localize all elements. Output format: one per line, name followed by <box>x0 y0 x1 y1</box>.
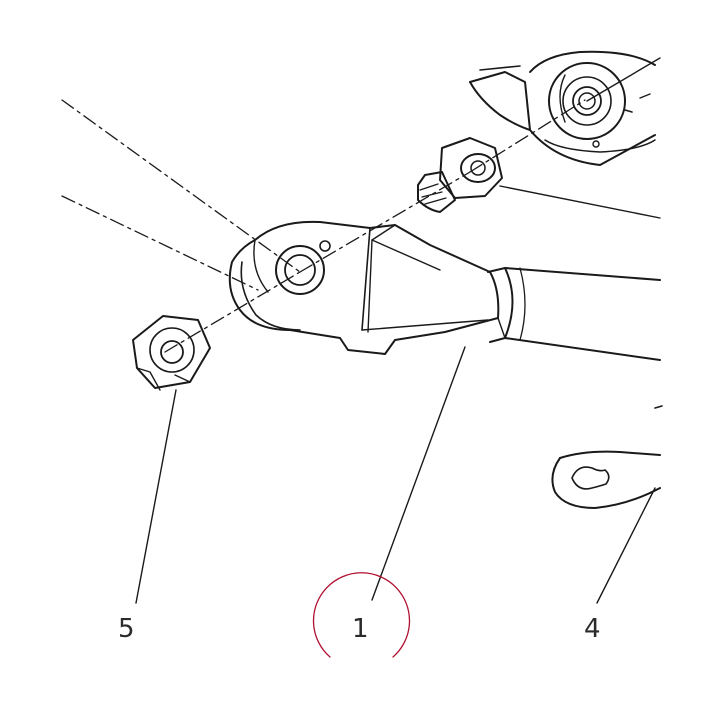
linkage-rod <box>504 267 661 361</box>
highlight-circle <box>312 572 411 658</box>
leader-lines <box>135 346 656 604</box>
callout-label-4: 4 <box>584 614 601 644</box>
callout-label-1: 1 <box>352 614 369 644</box>
leader-line-5 <box>135 389 177 604</box>
clevis-bore-outer <box>275 245 325 295</box>
pivot-hub-assembly <box>469 50 661 166</box>
leader-line-1 <box>371 346 466 601</box>
axis-line-upper <box>61 99 301 273</box>
hub-bore-inner <box>572 86 602 116</box>
clevis-bore-inner <box>284 254 316 286</box>
hex-nut-face <box>149 327 195 373</box>
assembly-axis-lines <box>61 99 586 353</box>
hub-bore-mid <box>562 76 612 126</box>
hub-bore-outer <box>548 62 626 140</box>
leader-line-4 <box>596 487 656 604</box>
bracket-lever <box>551 405 663 509</box>
rod-end-clevis <box>228 220 514 355</box>
stud-nut-face <box>460 153 496 183</box>
threaded-stud <box>417 137 661 219</box>
lube-hole <box>319 240 331 252</box>
axis-line-lower <box>61 195 259 291</box>
callout-label-5: 5 <box>118 614 135 644</box>
keyhole-slot <box>571 466 610 490</box>
axis-line-eye-to-stud <box>299 171 471 273</box>
hex-nut <box>132 315 211 391</box>
